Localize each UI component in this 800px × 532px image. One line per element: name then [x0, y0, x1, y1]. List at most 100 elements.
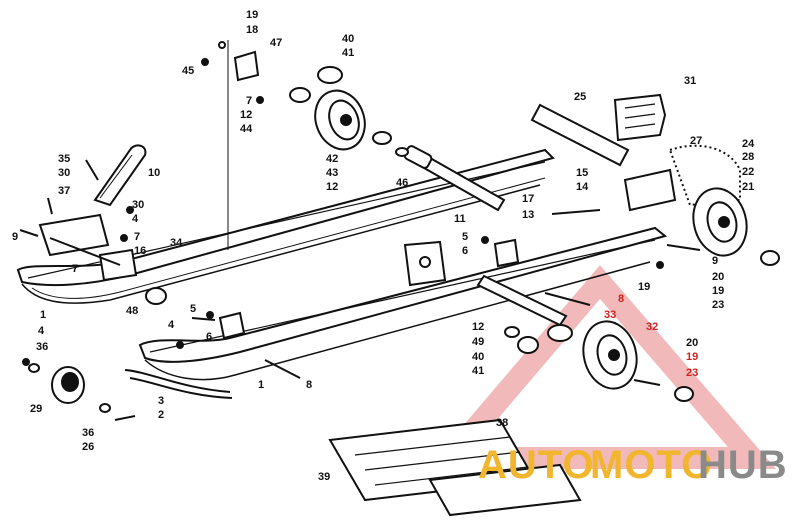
callout-11: 11 [454, 213, 466, 225]
callout-48: 48 [126, 305, 138, 317]
callout-12: 12 [326, 181, 338, 193]
callout-7: 7 [72, 263, 78, 275]
callout-38: 38 [496, 417, 508, 429]
callout-15: 15 [576, 167, 588, 179]
rail-bracket-center [403, 240, 447, 287]
stopper-29 [28, 363, 136, 421]
spacer-48 [145, 287, 167, 305]
callout-17: 17 [522, 193, 534, 205]
watermark-auto: AUTO [478, 443, 595, 487]
rear-shaft [530, 103, 630, 167]
callout-22: 22 [742, 166, 754, 178]
callout-30: 30 [132, 199, 144, 211]
callout-5: 5 [190, 303, 196, 315]
cap-23-upper [760, 250, 780, 266]
callout-20: 20 [686, 337, 698, 349]
callout-41: 41 [342, 47, 354, 59]
callout-20: 20 [712, 271, 724, 283]
callout-31: 31 [684, 75, 696, 87]
callout-43: 43 [326, 167, 338, 179]
callout-4: 4 [132, 213, 139, 225]
callout-14: 14 [576, 181, 589, 193]
cap-23-lower [674, 386, 694, 402]
front-arm-10 [93, 144, 147, 207]
callout-18: 18 [246, 24, 258, 36]
callout-9: 9 [12, 231, 18, 243]
callout-23: 23 [686, 367, 698, 379]
callout-9: 9 [712, 255, 718, 267]
callout-16: 16 [134, 245, 146, 257]
callout-36: 36 [82, 427, 94, 439]
watermark-triangle [426, 265, 777, 469]
callout-28: 28 [742, 151, 754, 163]
callout-6: 6 [462, 245, 468, 257]
callout-45: 45 [182, 65, 194, 77]
callout-19: 19 [638, 281, 650, 293]
callout-10: 10 [148, 167, 160, 179]
callout-46: 46 [396, 177, 408, 189]
callout-30: 30 [58, 167, 70, 179]
callout-42: 42 [326, 153, 338, 165]
bolts [19, 96, 701, 386]
block-6-left [218, 311, 246, 340]
rear-wheel-upper [692, 187, 748, 257]
callout-4: 4 [168, 319, 175, 331]
callout-39: 39 [318, 471, 330, 483]
callout-8: 8 [306, 379, 312, 391]
callout-19: 19 [712, 285, 724, 297]
callout-2: 2 [158, 409, 164, 421]
callout-40: 40 [342, 33, 354, 45]
callout-35: 35 [58, 153, 70, 165]
callout-5: 5 [462, 231, 468, 243]
watermark-moto: MOTO [590, 443, 713, 487]
bracket-47 [201, 41, 260, 82]
callout-25: 25 [574, 91, 586, 103]
callout-4: 4 [38, 325, 45, 337]
rear-wheel-lower [582, 320, 638, 390]
callout-37: 37 [58, 185, 70, 197]
callout-41: 41 [472, 365, 484, 377]
callout-32: 32 [646, 321, 658, 333]
callout-6: 6 [206, 331, 212, 343]
callout-49: 49 [472, 336, 484, 348]
wear-strip [124, 369, 233, 399]
callout-21: 21 [742, 181, 754, 193]
callout-40: 40 [472, 351, 484, 363]
callout-1: 1 [40, 309, 46, 321]
rear-bracket-31 [613, 93, 667, 142]
spacer-40-lower [504, 324, 573, 354]
bolt-13 [551, 209, 601, 215]
cross-shaft-upper [403, 145, 506, 212]
watermark-hub: HUB [698, 443, 788, 487]
callout-24: 24 [742, 138, 755, 150]
callout-7: 7 [134, 231, 140, 243]
spacer-40 [289, 66, 343, 103]
callout-34: 34 [170, 237, 183, 249]
callout-19: 19 [686, 351, 698, 363]
track-clips [328, 418, 582, 517]
watermark-text: AUTO MOTO HUB [478, 443, 788, 487]
callout-7: 7 [246, 95, 252, 107]
callout-12: 12 [240, 109, 252, 121]
callout-1: 1 [258, 379, 264, 391]
callout-26: 26 [82, 441, 94, 453]
callout-13: 13 [522, 209, 534, 221]
front-bracket-16 [38, 213, 138, 282]
callout-19: 19 [246, 9, 258, 21]
callout-23: 23 [712, 299, 724, 311]
idler-wheel-upper [314, 89, 366, 151]
cross-shaft-lower [476, 274, 568, 327]
callout-12: 12 [472, 321, 484, 333]
callout-3: 3 [158, 395, 164, 407]
slide-rail-right [138, 226, 668, 381]
callout-36: 36 [36, 341, 48, 353]
bearing-43 [372, 131, 409, 157]
callout-47: 47 [270, 37, 282, 49]
callout-29: 29 [30, 403, 42, 415]
block-6-right [493, 238, 520, 268]
callout-33: 33 [604, 309, 616, 321]
callout-27: 27 [690, 135, 702, 147]
callout-44: 44 [240, 123, 253, 135]
